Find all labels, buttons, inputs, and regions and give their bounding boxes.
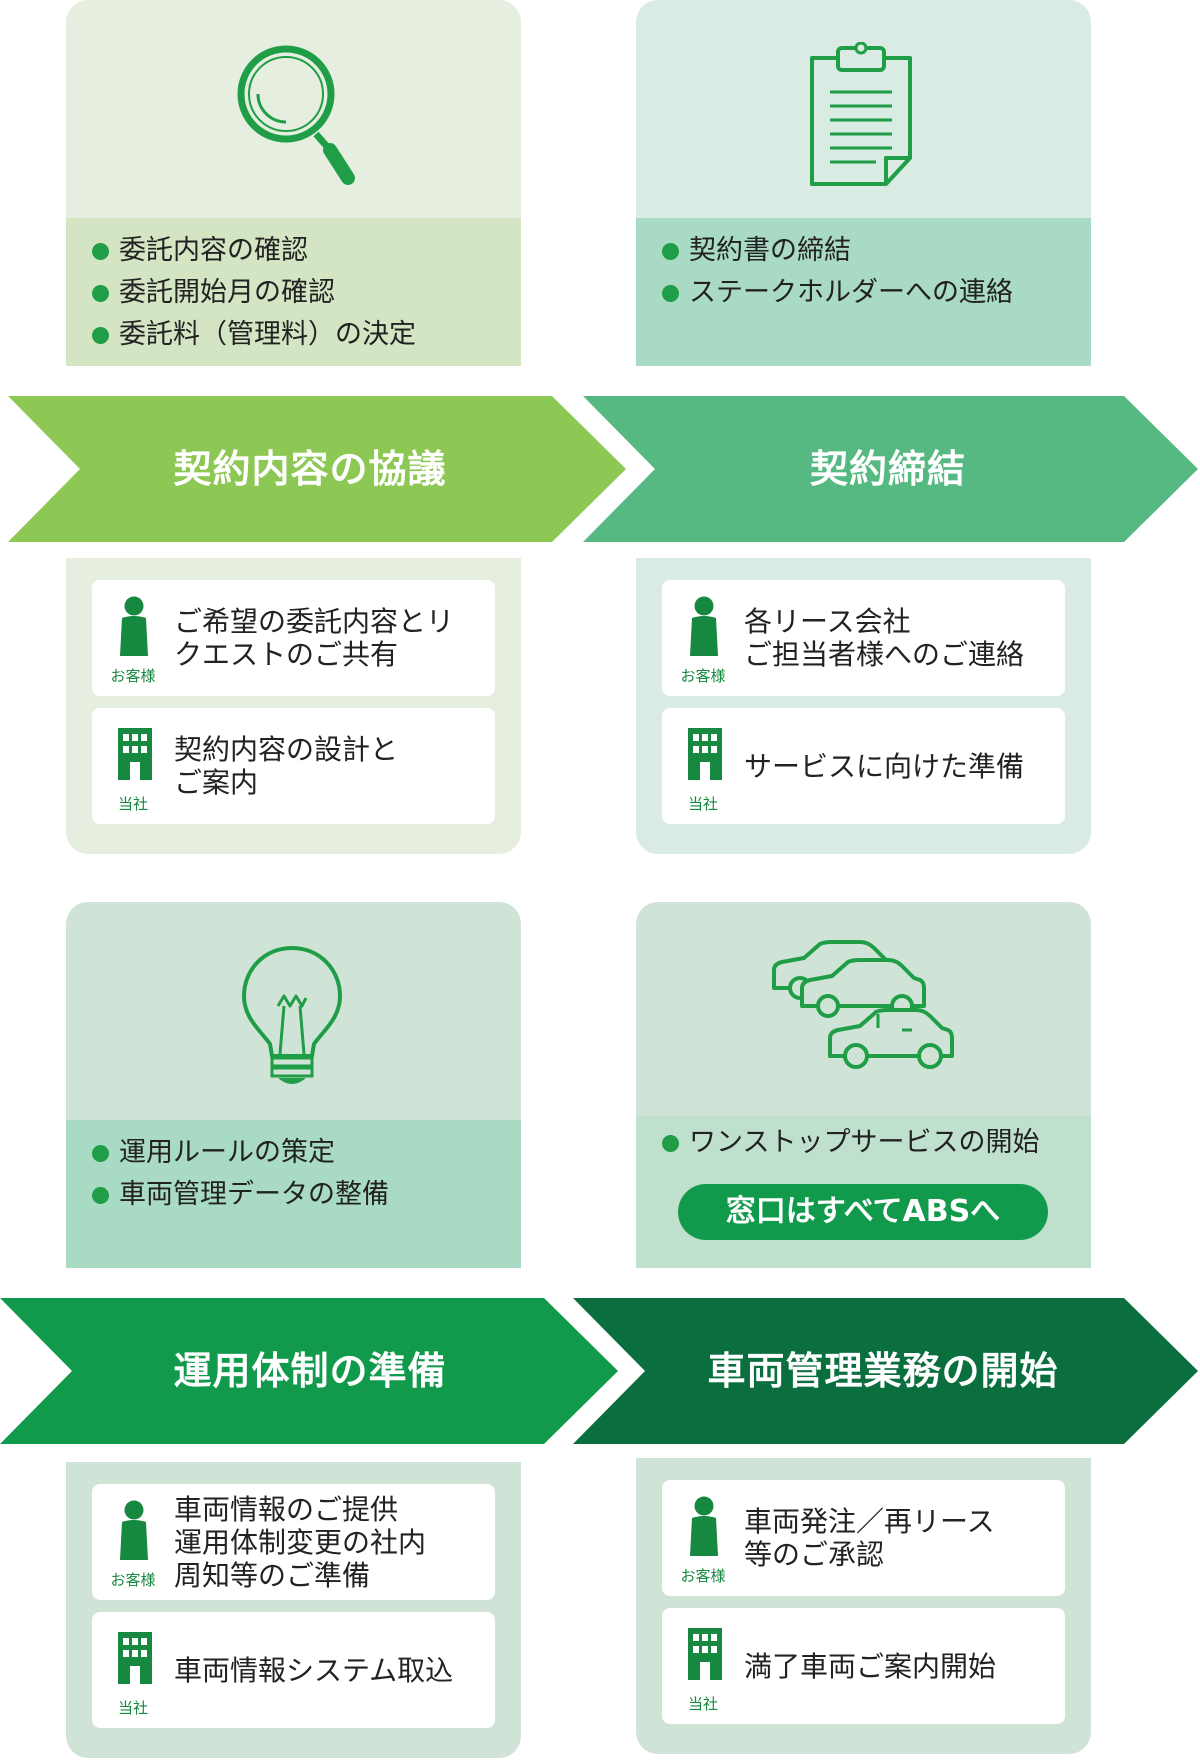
customer-label: お客様 — [110, 667, 156, 685]
person-icon — [690, 1496, 718, 1556]
stage-2-bullet: ステークホルダーへの連絡 — [662, 272, 1013, 314]
highlight-badge: 窓口はすべてABSへ — [678, 1184, 1048, 1240]
stage-4-company-card: 当社 満了車両ご案内開始 — [662, 1608, 1065, 1724]
customer-label: お客様 — [680, 1567, 726, 1585]
stage-1-bullet-list: 委託内容の確認 委託開始月の確認 委託料（管理料）の決定 — [92, 230, 416, 356]
card-text-line: クエストのご共有 — [174, 638, 399, 671]
stage-2-title: 契約締結 — [809, 447, 966, 491]
stage-1-customer-card: お客様 ご希望の委託内容とリ クエストのご共有 — [92, 580, 495, 696]
stage-1-bottom-panel: お客様 ご希望の委託内容とリ クエストのご共有 当社 契約内容の設計と ご案内 — [66, 558, 521, 854]
stage-2-icon-zone — [636, 0, 1091, 218]
stage-4-bullet: ワンストップサービスの開始 — [662, 1122, 1039, 1164]
person-icon — [690, 596, 718, 656]
building-icon — [688, 728, 722, 780]
card-text-line: ご担当者様へのご連絡 — [744, 638, 1025, 671]
stage-2-top-panel: 契約書の締結 ステークホルダーへの連絡 — [636, 0, 1091, 378]
building-icon — [118, 1632, 152, 1684]
card-text-line: 車両発注／再リース — [744, 1505, 995, 1538]
company-label: 当社 — [117, 1699, 148, 1717]
card-text-line: 契約内容の設計と — [174, 733, 399, 766]
lightbulb-icon — [242, 946, 342, 1084]
stage-1-company-card: 当社 契約内容の設計と ご案内 — [92, 708, 495, 824]
stage-1-bullet: 委託内容の確認 — [92, 230, 416, 272]
stage-2-bottom-panel: お客様 各リース会社 ご担当者様へのご連絡 当社 サービスに向けた準備 — [636, 558, 1091, 854]
stage-2-arrow: 契約締結 — [583, 396, 1200, 542]
stage-1-icon-zone — [66, 0, 521, 218]
card-text-line: 周知等のご準備 — [174, 1558, 371, 1592]
customer-label: お客様 — [110, 1571, 156, 1589]
card-text-line: 運用体制変更の社内 — [174, 1525, 427, 1559]
stage-3-top-panel: 運用ルールの策定 車両管理データの整備 — [66, 902, 521, 1280]
stage-1-bullet: 委託開始月の確認 — [92, 272, 416, 314]
stage-2-company-card: 当社 サービスに向けた準備 — [662, 708, 1065, 824]
stage-2-bullet: 契約書の締結 — [662, 230, 1013, 272]
stage-4-top-panel: ワンストップサービスの開始 窓口はすべてABSへ — [636, 902, 1091, 1280]
person-icon — [120, 596, 148, 656]
company-label: 当社 — [687, 795, 718, 813]
stage-4-bottom-panel: お客様 車両発注／再リース 等のご承認 当社 満了車両ご案内開始 — [636, 1458, 1091, 1754]
card-text-line: ご案内 — [174, 766, 259, 799]
magnifier-icon — [237, 45, 355, 185]
card-text-line: サービスに向けた準備 — [744, 749, 1025, 783]
stage-3-company-card: 当社 車両情報システム取込 — [92, 1612, 495, 1728]
stage-3-list-zone: 運用ルールの策定 車両管理データの整備 — [66, 1120, 521, 1268]
stage-2-bullet-list: 契約書の締結 ステークホルダーへの連絡 — [662, 230, 1013, 314]
stage-3-bullet: 車両管理データの整備 — [92, 1174, 389, 1216]
card-text-line: 等のご承認 — [744, 1538, 885, 1571]
stage-3-customer-card: お客様 車両情報のご提供 運用体制変更の社内 周知等のご準備 — [92, 1484, 495, 1600]
stage-4-customer-card: お客様 車両発注／再リース 等のご承認 — [662, 1480, 1065, 1596]
card-text-line: 満了車両ご案内開始 — [744, 1649, 997, 1683]
stage-3-bullet-list: 運用ルールの策定 車両管理データの整備 — [92, 1132, 389, 1216]
stage-3-icon-zone — [66, 902, 521, 1120]
stage-4-list-zone: ワンストップサービスの開始 窓口はすべてABSへ — [636, 1116, 1091, 1268]
stage-3-bottom-panel: お客様 車両情報のご提供 運用体制変更の社内 周知等のご準備 当社 車両情報シス… — [66, 1462, 521, 1758]
clipboard-icon — [810, 42, 912, 186]
company-label: 当社 — [687, 1695, 718, 1713]
stage-3-bullet: 運用ルールの策定 — [92, 1132, 389, 1174]
stage-3-arrow: 運用体制の準備 — [0, 1298, 622, 1444]
stage-1-arrow: 契約内容の協議 — [0, 396, 630, 542]
stage-1-list-zone: 委託内容の確認 委託開始月の確認 委託料（管理料）の決定 — [66, 218, 521, 366]
stage-4-title: 車両管理業務の開始 — [707, 1349, 1059, 1393]
stage-4-bullet-list: ワンストップサービスの開始 — [662, 1122, 1039, 1164]
stage-1-title: 契約内容の協議 — [173, 447, 447, 491]
stage-4-arrow: 車両管理業務の開始 — [573, 1298, 1200, 1444]
stage-2-customer-card: お客様 各リース会社 ご担当者様へのご連絡 — [662, 580, 1065, 696]
stage-2-list-zone: 契約書の締結 ステークホルダーへの連絡 — [636, 218, 1091, 366]
building-icon — [118, 728, 152, 780]
cars-icon — [772, 940, 954, 1069]
stage-4-icon-zone — [636, 902, 1091, 1116]
stage-1-bullet: 委託料（管理料）の決定 — [92, 314, 416, 356]
customer-label: お客様 — [680, 667, 726, 685]
stage-3-title: 運用体制の準備 — [173, 1349, 447, 1393]
building-icon — [688, 1628, 722, 1680]
card-text-line: 車両情報システム取込 — [174, 1653, 454, 1687]
person-icon — [120, 1500, 148, 1560]
stage-1-top-panel: 委託内容の確認 委託開始月の確認 委託料（管理料）の決定 — [66, 0, 521, 378]
company-label: 当社 — [117, 795, 148, 813]
card-text-line: ご希望の委託内容とリ — [174, 605, 455, 638]
card-text-line: 各リース会社 — [744, 605, 911, 638]
card-text-line: 車両情報のご提供 — [174, 1492, 399, 1526]
